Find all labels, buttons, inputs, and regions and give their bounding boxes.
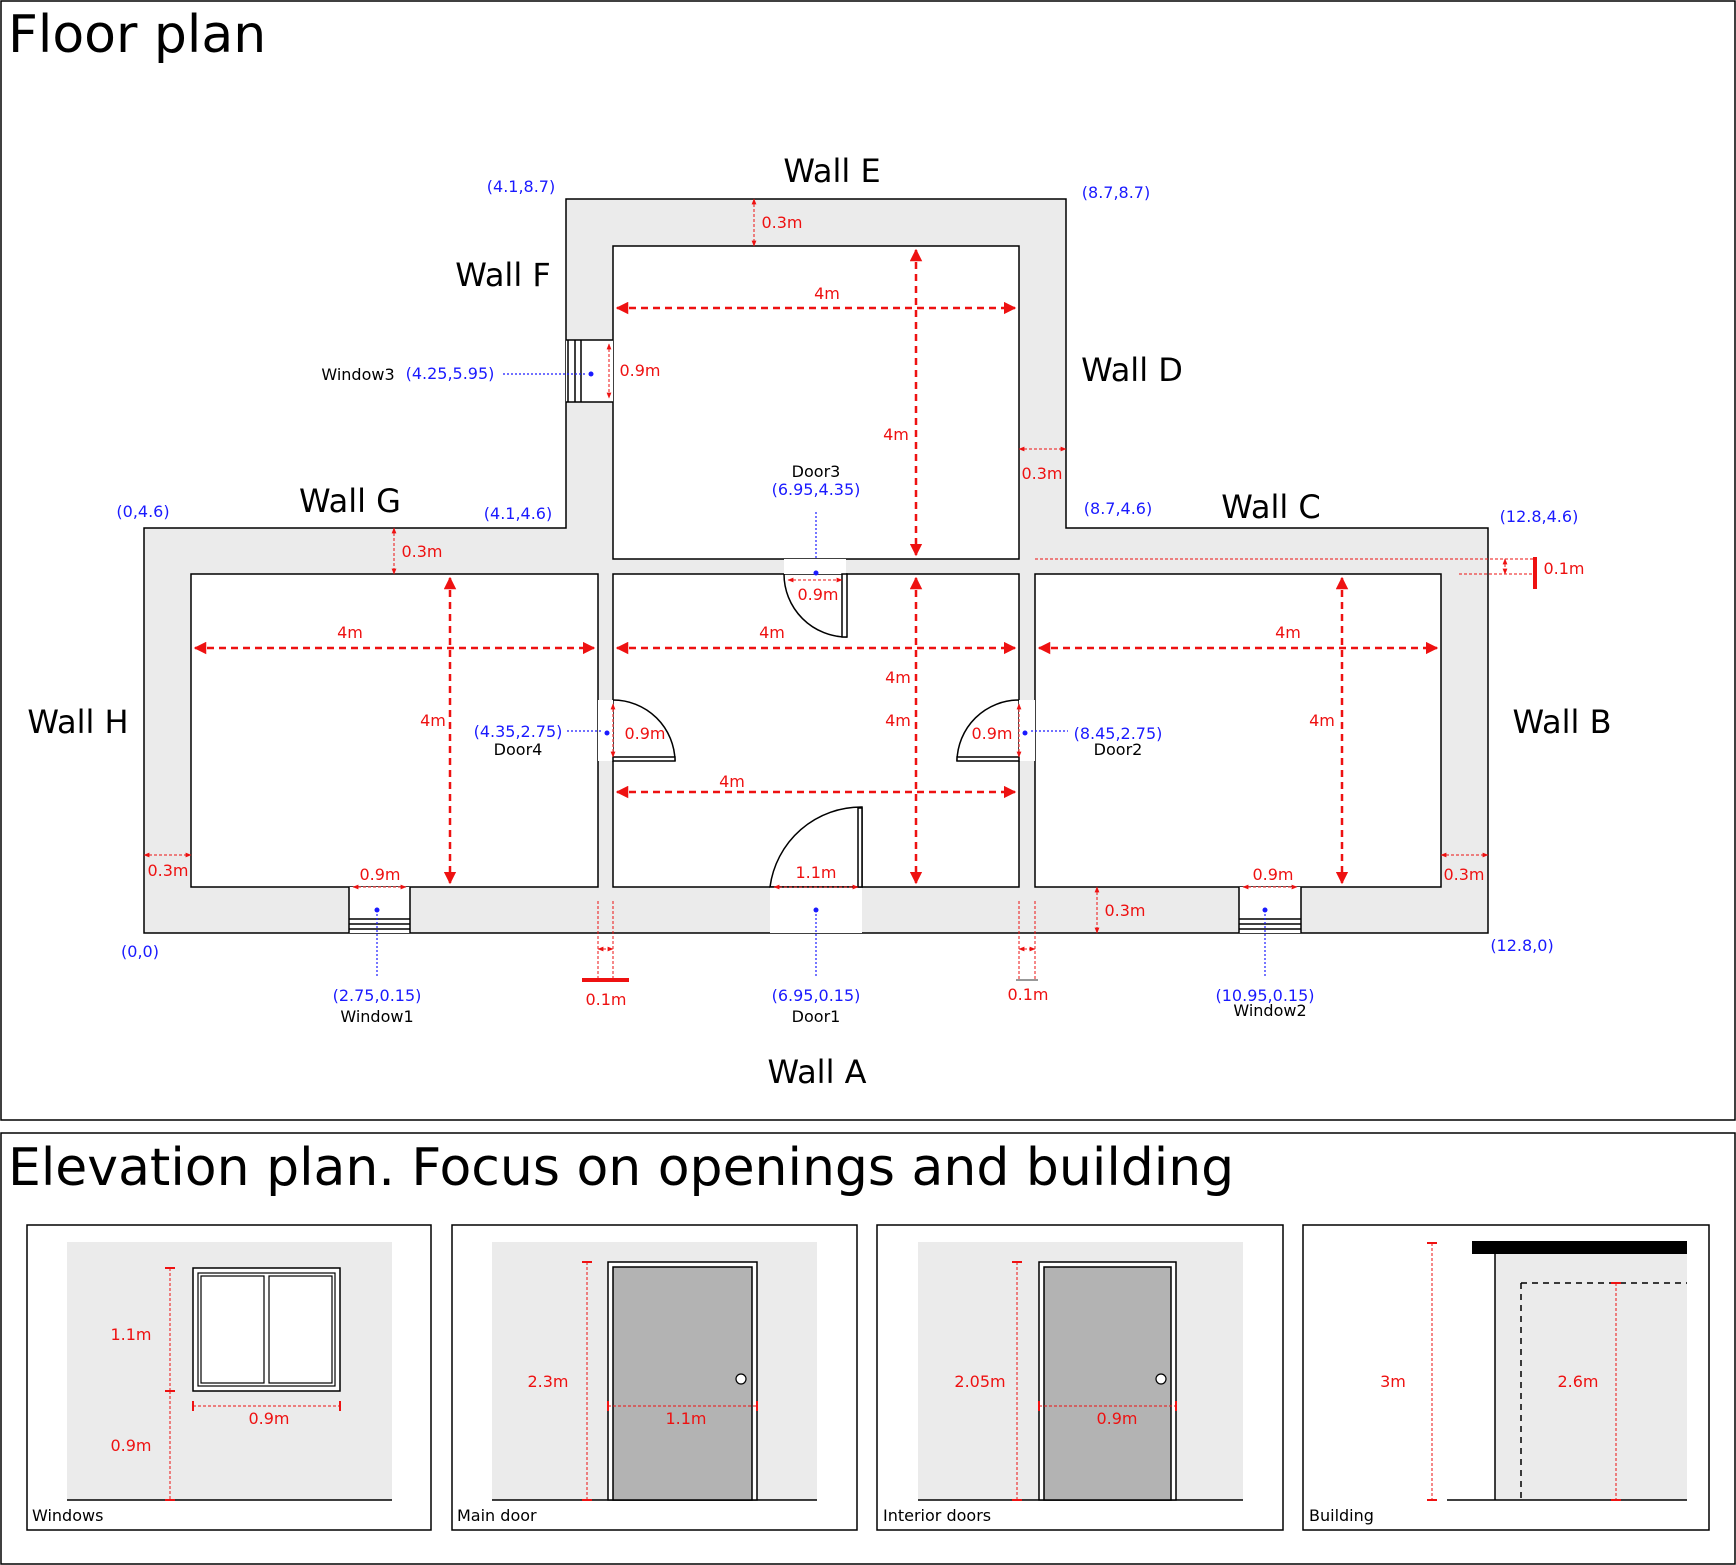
opening-dims (352, 343, 1298, 890)
door2-coord: (8.45,2.75) (1074, 724, 1163, 743)
window1-name: Window1 (340, 1007, 413, 1026)
elev-building-height: 3m (1380, 1372, 1406, 1391)
dim-partition-top: 0.1m (1543, 559, 1584, 578)
elev-building-label: Building (1309, 1506, 1374, 1525)
window3-symbol (566, 339, 613, 403)
dim-window3-width: 0.9m (619, 361, 660, 380)
window2-symbol (1238, 887, 1302, 933)
dim-hall-width: 4m (759, 623, 785, 642)
wall-f-label: Wall F (455, 256, 551, 294)
coord-top-left: (4.1,8.7) (487, 177, 555, 196)
door4-coord: (4.35,2.75) (474, 722, 563, 741)
dim-door1-width: 1.1m (795, 863, 836, 882)
wall-g-label: Wall G (299, 482, 401, 520)
dim-room-top-width: 4m (814, 284, 840, 303)
dim-room-right-depth: 4m (1309, 711, 1335, 730)
window3-name: Window3 (321, 365, 394, 384)
elevation-title: Elevation plan. Focus on openings and bu… (8, 1138, 1234, 1198)
window1-symbol (348, 887, 411, 933)
wall-d-label: Wall D (1081, 351, 1183, 389)
wall-c-label: Wall C (1221, 488, 1321, 526)
dim-wall-d-thickness: 0.3m (1021, 464, 1062, 483)
door4-name: Door4 (494, 740, 543, 759)
wall-e-label: Wall E (783, 152, 880, 190)
window3-coord: (4.25,5.95) (406, 364, 495, 383)
coord-origin: (0,0) (121, 942, 159, 961)
coord-top-right: (8.7,8.7) (1082, 183, 1150, 202)
dim-hall-depth: 4m (885, 668, 911, 687)
door2-name: Door2 (1094, 740, 1143, 759)
dim-door3-width: 0.9m (797, 585, 838, 604)
elev-main-door-height: 2.3m (527, 1372, 568, 1391)
door3-symbol (783, 573, 848, 638)
dim-wall-g-thickness: 0.3m (401, 542, 442, 561)
window2-name: Window2 (1233, 1001, 1306, 1020)
floor-plan-title: Floor plan (8, 5, 266, 65)
door1-symbol (769, 806, 863, 888)
coord-right-top: (12.8,4.6) (1500, 507, 1579, 526)
wall-thickness-dims (143, 198, 1489, 934)
coord-c-start: (8.7,4.6) (1084, 499, 1152, 518)
elev-main-door-label: Main door (457, 1506, 537, 1525)
dim-wall-b-thickness: 0.3m (1443, 865, 1484, 884)
door2-symbol (956, 699, 1020, 762)
elevation-building-panel (1302, 1224, 1710, 1531)
elev-window-width: 0.9m (248, 1409, 289, 1428)
dim-room-right-width: 4m (1275, 623, 1301, 642)
room-dimensions (193, 248, 1439, 885)
door3-name: Door3 (792, 462, 841, 481)
elevation-main-door-panel (451, 1224, 858, 1531)
elev-interior-doors-label: Interior doors (883, 1506, 991, 1525)
elev-window-height: 1.1m (110, 1325, 151, 1344)
elev-window-sill: 0.9m (110, 1436, 151, 1455)
dim-room-left-width: 4m (337, 623, 363, 642)
elev-building-inner-height: 2.6m (1557, 1372, 1598, 1391)
dim-hall-depth-lower: 4m (885, 711, 911, 730)
window2-coord: (10.95,0.15) (1216, 986, 1315, 1005)
wall-b-label: Wall B (1512, 703, 1611, 741)
dim-room-top-depth: 4m (883, 425, 909, 444)
dim-partition-right: 0.1m (1007, 985, 1048, 1004)
dim-wall-a-thickness: 0.3m (1104, 901, 1145, 920)
elevation-interior-doors-panel (876, 1224, 1284, 1531)
wall-h-label: Wall H (27, 703, 128, 741)
dim-wall-e-thickness: 0.3m (761, 213, 802, 232)
dim-partition-left: 0.1m (585, 990, 626, 1009)
dim-window2-width: 0.9m (1252, 865, 1293, 884)
dim-room-left-depth: 4m (420, 711, 446, 730)
elev-main-door-width: 1.1m (665, 1409, 706, 1428)
dim-door2-width: 0.9m (971, 724, 1012, 743)
dim-window1-width: 0.9m (359, 865, 400, 884)
elev-interior-door-width: 0.9m (1096, 1409, 1137, 1428)
elev-windows-label: Windows (32, 1506, 103, 1525)
elev-interior-door-height: 2.05m (954, 1372, 1005, 1391)
door1-name: Door1 (792, 1007, 841, 1026)
opening-markers (374, 371, 1268, 978)
wall-a-label: Wall A (767, 1053, 866, 1091)
door1-coord: (6.95,0.15) (772, 986, 861, 1005)
door3-coord: (6.95,4.35) (772, 480, 861, 499)
door4-symbol (612, 699, 676, 762)
dim-hall-width-lower: 4m (719, 772, 745, 791)
dim-wall-h-thickness: 0.3m (147, 861, 188, 880)
coord-bottom-right: (12.8,0) (1490, 936, 1553, 955)
elevation-windows-panel (26, 1224, 432, 1531)
window1-coord: (2.75,0.15) (333, 986, 422, 1005)
coord-g-end: (4.1,4.6) (484, 504, 552, 523)
dim-door4-width: 0.9m (624, 724, 665, 743)
partition-dims (582, 557, 1537, 982)
coord-left-top: (0,4.6) (116, 502, 169, 521)
